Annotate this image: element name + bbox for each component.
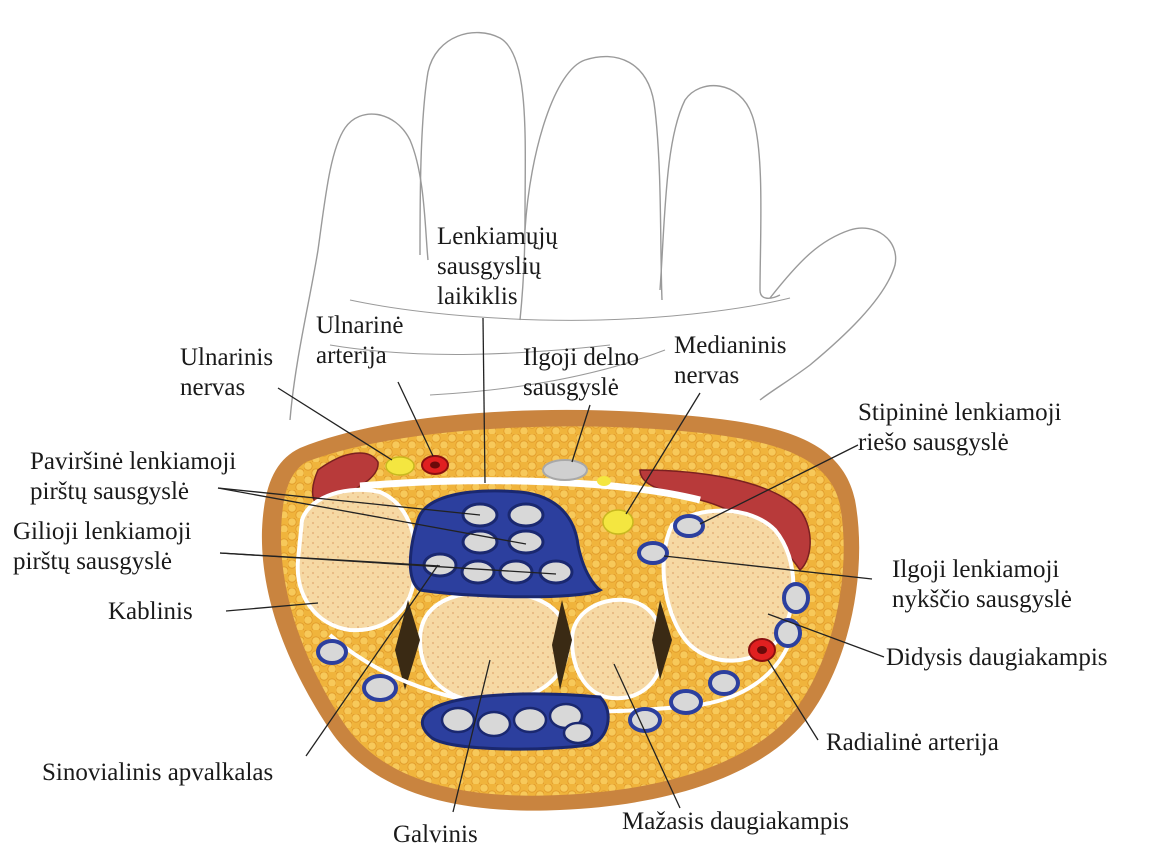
- label-palmaris-longus-line1: Ilgoji delno: [523, 343, 639, 373]
- label-capitate: Galvinis: [393, 820, 478, 850]
- label-ulnar-nerve: Ulnarinis nervas: [180, 343, 273, 403]
- label-fpl-line1: Ilgoji lenkiamoji: [892, 555, 1072, 585]
- label-ulnar-artery: Ulnarinė arterija: [316, 311, 403, 371]
- label-radial-artery: Radialinė arterija: [826, 728, 999, 758]
- palmaris-longus-tendon: [543, 460, 587, 480]
- label-fpl: Ilgoji lenkiamoji nykščio sausgyslė: [892, 555, 1072, 615]
- label-synovial-sheath: Sinovialinis apvalkalas: [42, 758, 273, 788]
- label-fdp: Gilioji lenkiamoji pirštų sausgyslė: [13, 517, 191, 577]
- label-median-nerve-line1: Medianinis: [674, 331, 787, 361]
- label-fcr-line2: riešo sausgyslė: [858, 428, 1061, 458]
- label-ulnar-nerve-line2: nervas: [180, 373, 273, 403]
- label-fds-line1: Paviršinė lenkiamoji: [30, 447, 236, 477]
- label-fpl-line2: nykščio sausgyslė: [892, 585, 1072, 615]
- label-palmaris-longus: Ilgoji delno sausgyslė: [523, 343, 639, 403]
- label-flexor-retinaculum: Lenkiamųjų sausgyslių laikiklis: [437, 222, 558, 312]
- label-median-nerve: Medianinis nervas: [674, 331, 787, 391]
- label-palmaris-longus-line2: sausgyslė: [523, 373, 639, 403]
- ulnar-artery-lumen: [430, 462, 440, 469]
- label-fdp-line1: Gilioji lenkiamoji: [13, 517, 191, 547]
- label-hamate: Kablinis: [108, 597, 193, 627]
- cross-section: [262, 410, 859, 811]
- fpl-tendon: [639, 543, 667, 563]
- label-fds-line2: pirštų sausgyslė: [30, 477, 236, 507]
- trapezoid-bone: [572, 600, 662, 698]
- label-fcr: Stipininė lenkiamoji riešo sausgyslė: [858, 398, 1061, 458]
- radial-artery-lumen: [757, 646, 767, 654]
- median-nerve-shape: [603, 510, 633, 534]
- label-ulnar-artery-line2: arterija: [316, 341, 403, 371]
- label-flexor-retinaculum-line1: Lenkiamųjų: [437, 222, 558, 252]
- label-trapezoid: Mažasis daugiakampis: [622, 807, 849, 837]
- label-flexor-retinaculum-line2: sausgyslių: [437, 252, 558, 282]
- label-trapezium: Didysis daugiakampis: [886, 643, 1108, 673]
- hamate-bone: [298, 490, 416, 630]
- small-nerve-branch: [597, 476, 611, 486]
- label-fcr-line1: Stipininė lenkiamoji: [858, 398, 1061, 428]
- fcr-tendon: [675, 516, 703, 536]
- label-ulnar-nerve-line1: Ulnarinis: [180, 343, 273, 373]
- label-fds: Paviršinė lenkiamoji pirštų sausgyslė: [30, 447, 236, 507]
- label-ulnar-artery-line1: Ulnarinė: [316, 311, 403, 341]
- ulnar-nerve-shape: [386, 457, 414, 475]
- label-fdp-line2: pirštų sausgyslė: [13, 547, 191, 577]
- label-median-nerve-line2: nervas: [674, 361, 787, 391]
- capitate-bone: [420, 592, 568, 702]
- label-flexor-retinaculum-line3: laikiklis: [437, 282, 558, 312]
